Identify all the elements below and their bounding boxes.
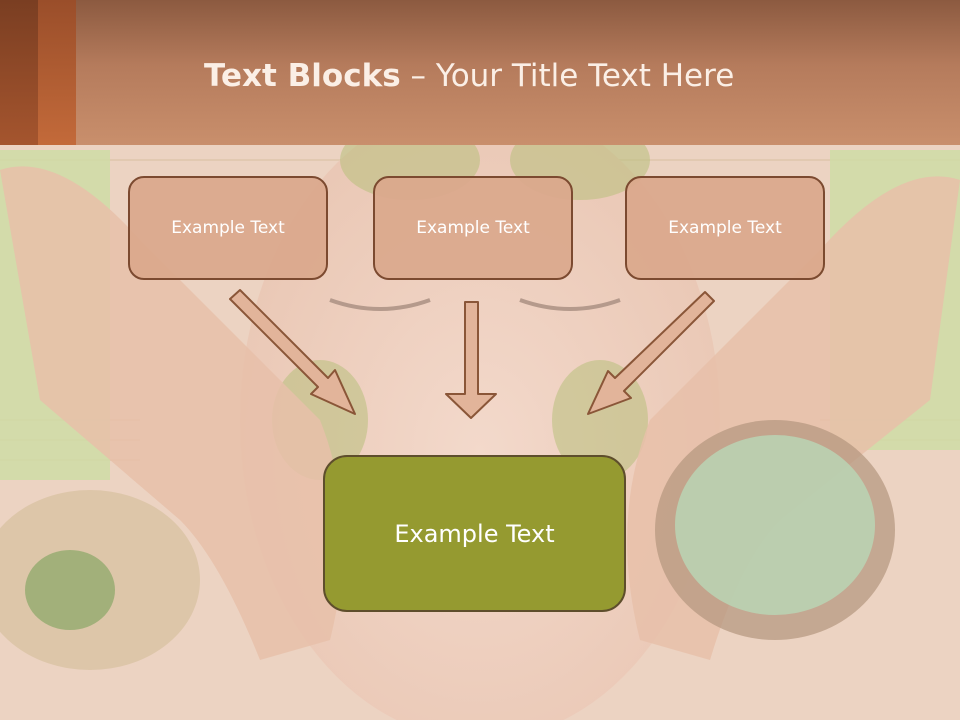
slide-title: Text Blocks – Your Title Text Here	[204, 56, 734, 96]
text-box-bottom[interactable]: Example Text	[323, 455, 626, 612]
header-accent-left	[0, 0, 38, 145]
title-dash: –	[400, 58, 436, 94]
header-band	[0, 0, 960, 145]
text-box-center-label: Example Text	[416, 218, 530, 238]
text-box-right[interactable]: Example Text	[625, 176, 825, 280]
text-box-left[interactable]: Example Text	[128, 176, 328, 280]
title-bold: Text Blocks	[204, 58, 401, 94]
title-rest: Your Title Text Here	[435, 58, 735, 94]
text-box-bottom-label: Example Text	[394, 519, 555, 548]
text-box-left-label: Example Text	[171, 218, 285, 238]
text-box-right-label: Example Text	[668, 218, 782, 238]
header-accent-right	[38, 0, 76, 145]
text-box-center[interactable]: Example Text	[373, 176, 573, 280]
